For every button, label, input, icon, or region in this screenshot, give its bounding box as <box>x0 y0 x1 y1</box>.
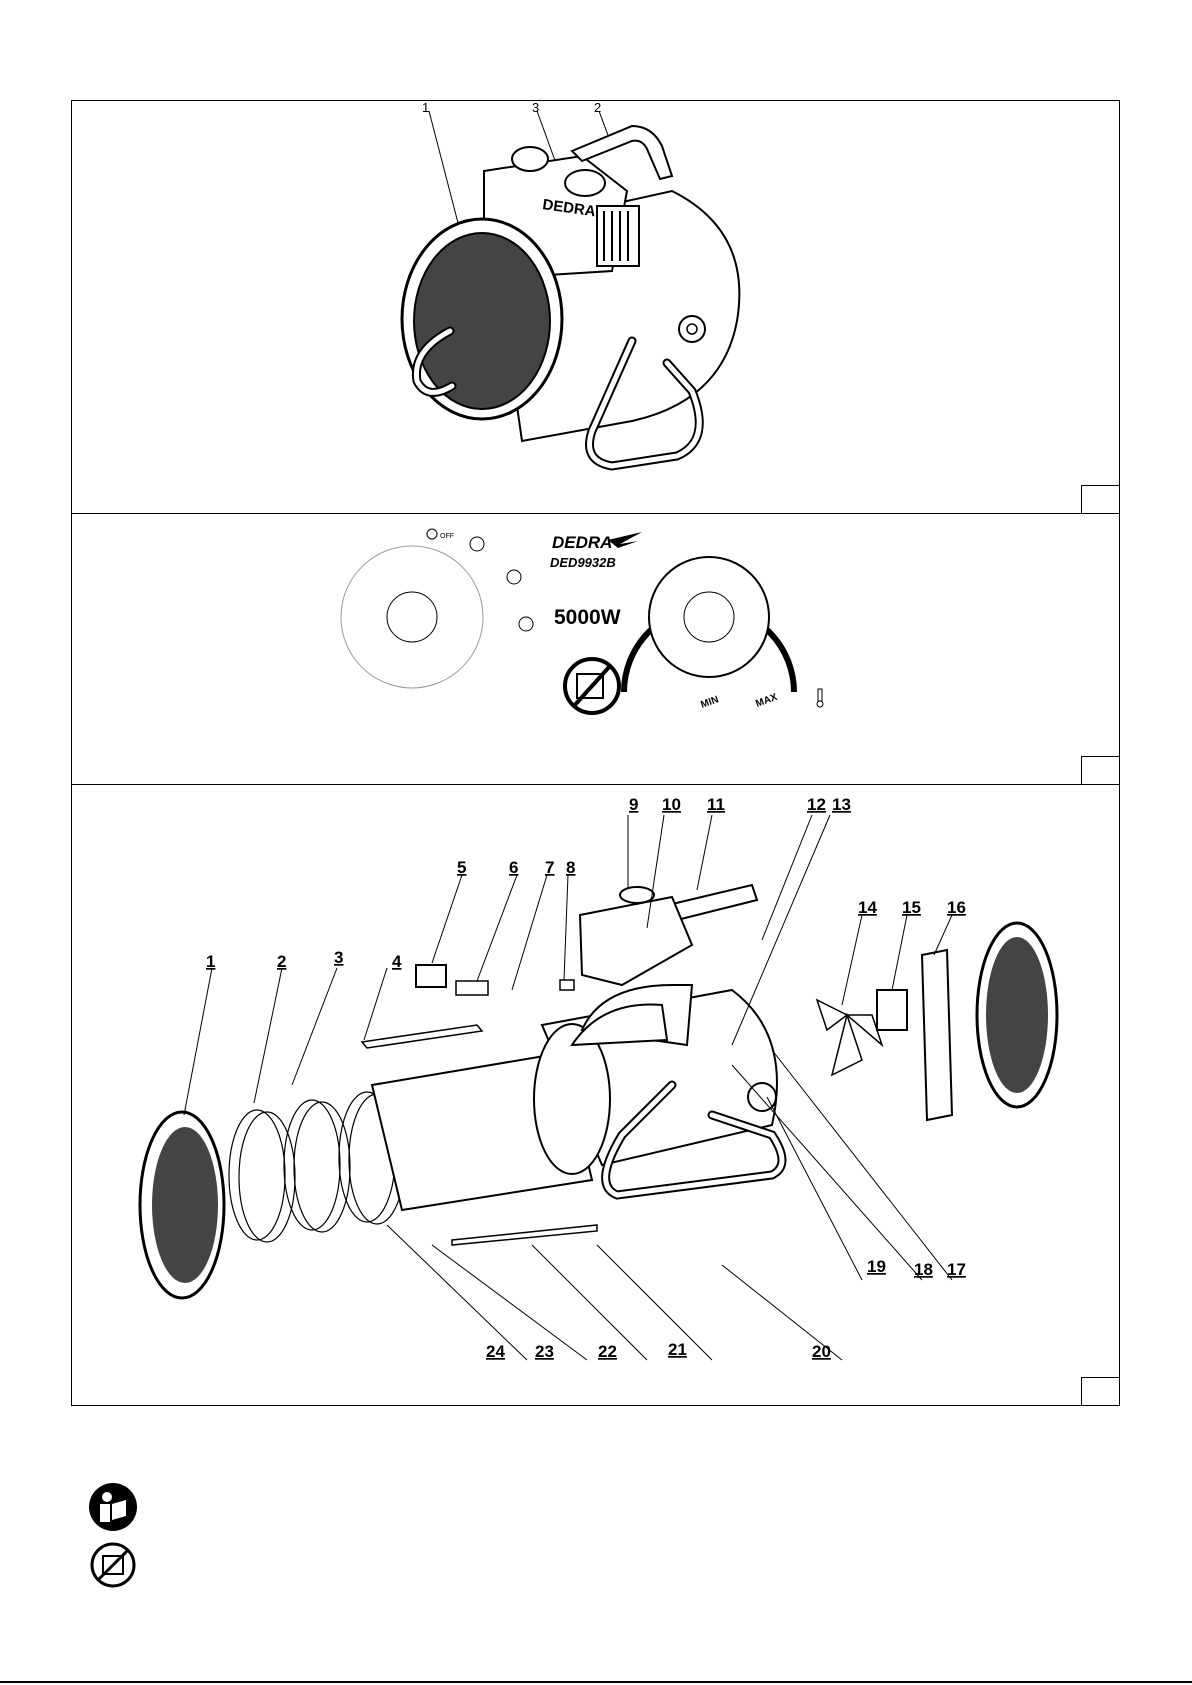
read-manual-icon <box>88 1482 138 1532</box>
panel-model: DED9932B <box>550 555 616 570</box>
exploded-callout-5: 5 <box>457 858 466 877</box>
panel-corner-box <box>1081 1377 1119 1405</box>
panel-corner-box <box>1081 756 1119 784</box>
fan-blades <box>817 1000 882 1075</box>
exploded-callout-21: 21 <box>668 1340 687 1359</box>
thermometer-icon <box>817 689 823 707</box>
figure-panel-overview: 1 3 2 DEDRA <box>71 100 1120 514</box>
exploded-callout-7: 7 <box>545 858 554 877</box>
mode-fan-icon <box>470 537 484 551</box>
mode-half-heat-icon <box>507 570 521 584</box>
exploded-view-drawing: 1 2 3 4 5 6 7 8 9 10 11 12 13 14 15 16 1… <box>72 785 1120 1406</box>
figure-panel-exploded: 1 2 3 4 5 6 7 8 9 10 11 12 13 14 15 16 1… <box>71 784 1120 1406</box>
panel-brand: DEDRA <box>552 533 612 552</box>
page-bottom-rule <box>0 1681 1192 1683</box>
exploded-callout-18: 18 <box>914 1260 933 1279</box>
figure-panel-control: OFF DEDRA DED9932B 5000W MIN MAX <box>71 513 1120 785</box>
exploded-callout-23: 23 <box>535 1342 554 1361</box>
mode-full-heat-icon <box>519 617 533 631</box>
panel-corner-box <box>1081 485 1119 513</box>
exploded-callout-13: 13 <box>832 795 851 814</box>
exploded-callout-8: 8 <box>566 858 575 877</box>
callout-1: 1 <box>422 101 429 115</box>
exploded-callout-15: 15 <box>902 898 921 917</box>
off-label: OFF <box>440 533 454 540</box>
exploded-callout-4: 4 <box>392 952 402 971</box>
exploded-callout-3: 3 <box>334 948 343 967</box>
heater-overview-drawing: 1 3 2 DEDRA <box>72 101 1120 514</box>
exploded-callout-14: 14 <box>858 898 877 917</box>
exploded-callout-22: 22 <box>598 1342 617 1361</box>
do-not-cover-icon <box>88 1540 138 1590</box>
exploded-callout-1: 1 <box>206 952 215 971</box>
exploded-callout-9: 9 <box>629 795 638 814</box>
exploded-callout-20: 20 <box>812 1342 831 1361</box>
do-not-cover-symbol <box>565 659 619 713</box>
min-label: MIN <box>699 694 720 711</box>
exploded-callout-12: 12 <box>807 795 826 814</box>
panel-power: 5000W <box>554 606 621 629</box>
exploded-callout-10: 10 <box>662 795 681 814</box>
callout-2: 2 <box>594 101 601 115</box>
exploded-callout-16: 16 <box>947 898 966 917</box>
exploded-callout-2: 2 <box>277 952 286 971</box>
exploded-callout-6: 6 <box>509 858 518 877</box>
control-panel-drawing: OFF DEDRA DED9932B 5000W MIN MAX <box>72 514 1120 785</box>
exploded-callout-24: 24 <box>486 1342 505 1361</box>
exploded-callout-11: 11 <box>707 795 725 814</box>
callout-3: 3 <box>532 101 539 115</box>
max-label: MAX <box>754 692 779 710</box>
exploded-callout-19: 19 <box>867 1257 886 1276</box>
exploded-callout-17: 17 <box>947 1260 966 1279</box>
